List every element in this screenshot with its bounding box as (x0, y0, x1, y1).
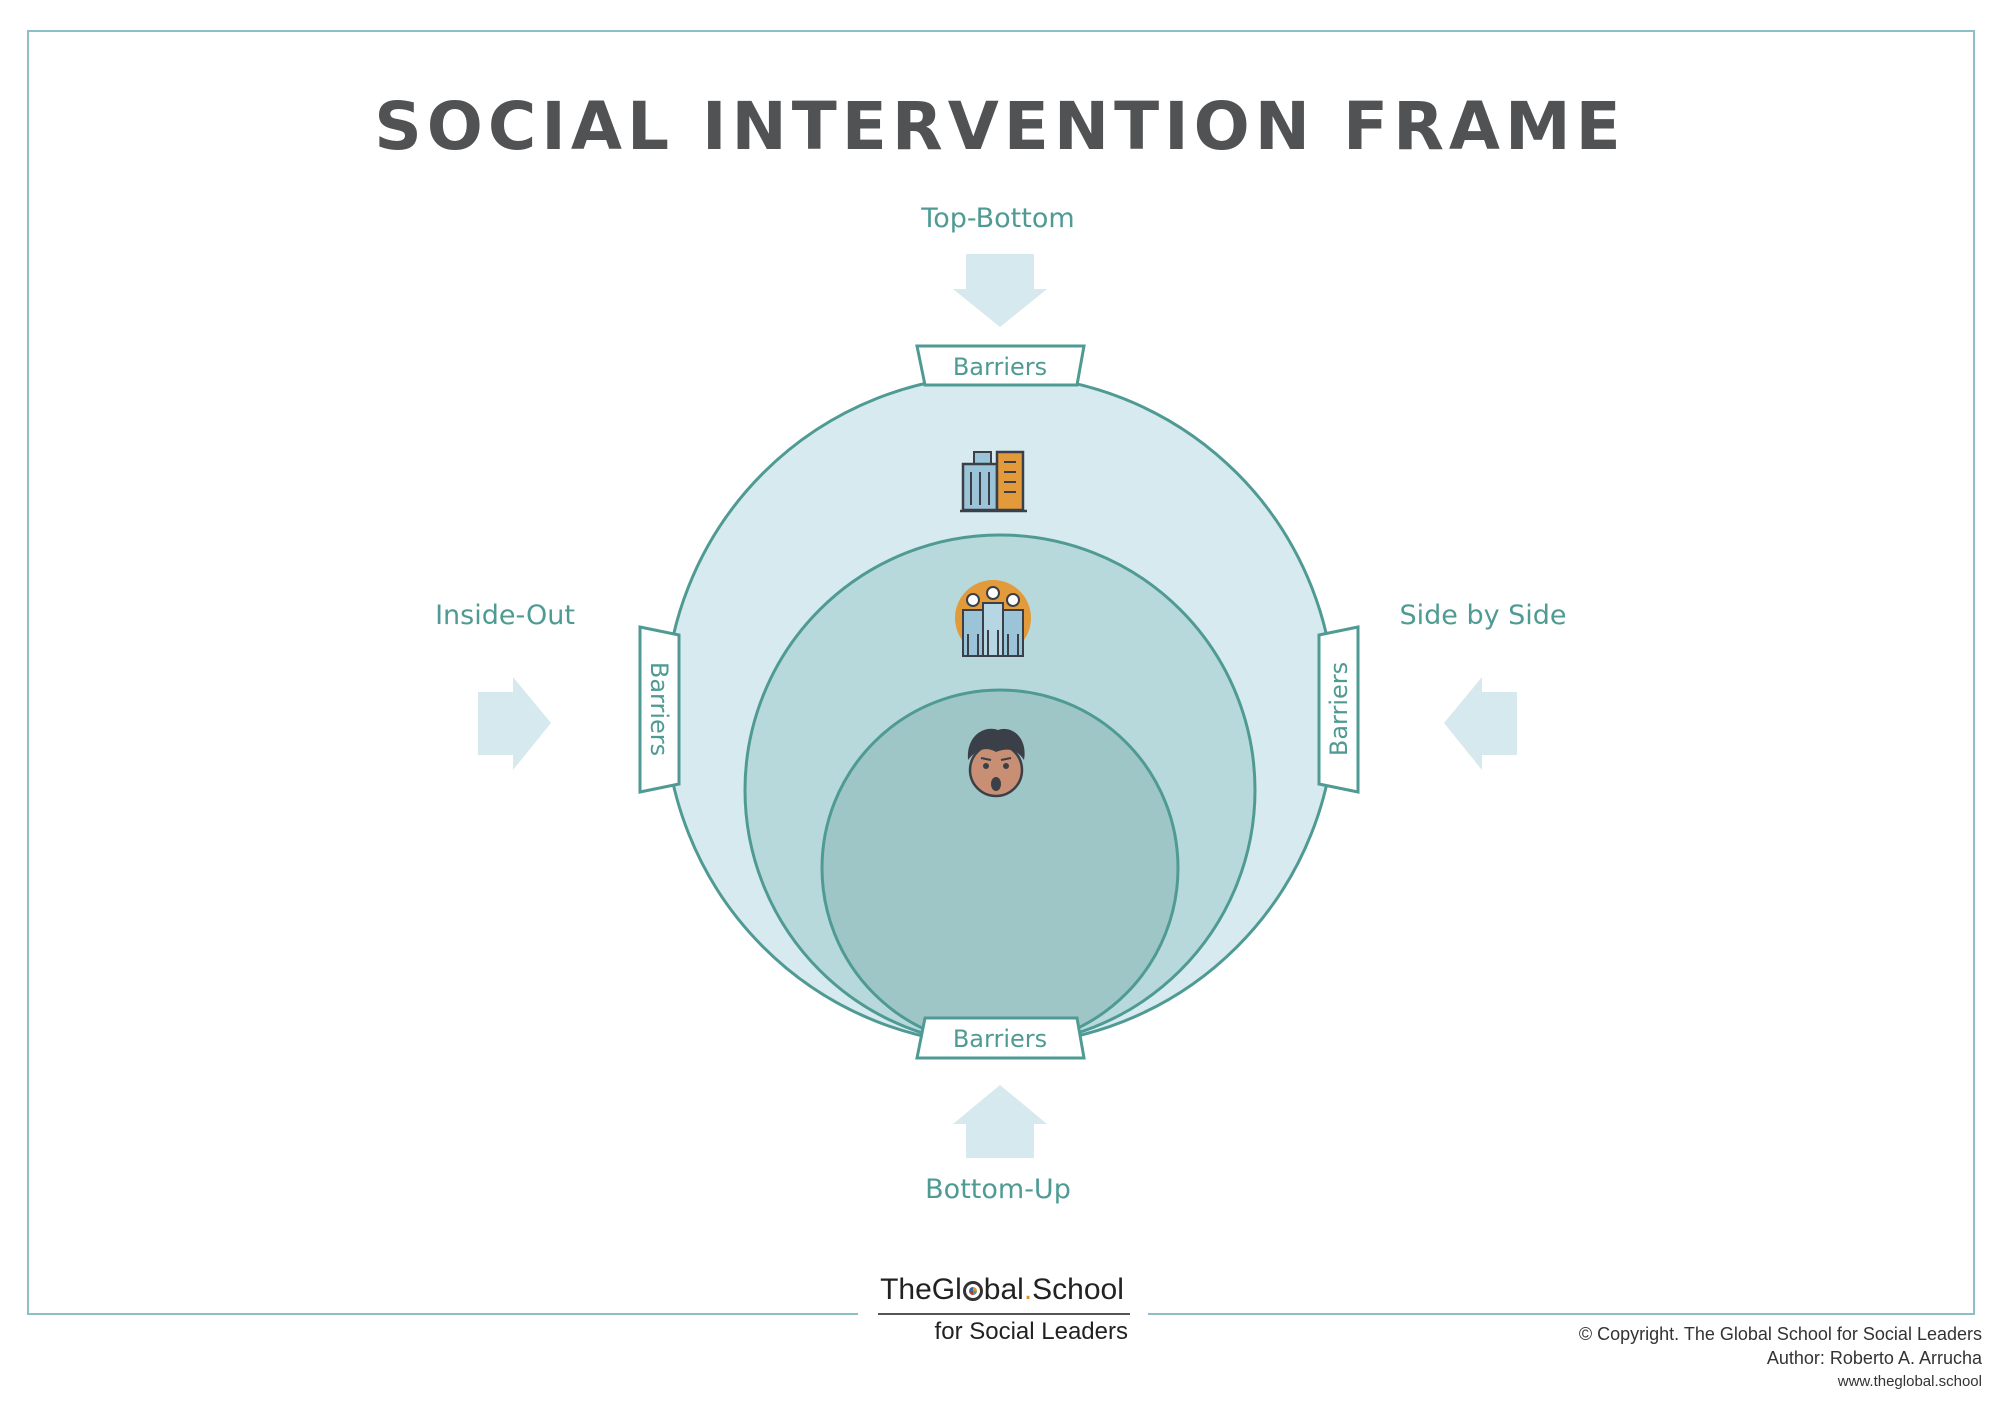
logo-underline (878, 1313, 1130, 1315)
label-bottom-up: Bottom-Up (925, 1174, 1071, 1205)
globe-icon (962, 1281, 983, 1301)
logo-subtitle: for Social Leaders (934, 1318, 1128, 1345)
group-people-icon (955, 580, 1031, 657)
barrier-left-label: Barriers (645, 662, 673, 756)
barrier-right: Barriers (1317, 625, 1360, 794)
barrier-bottom-label: Barriers (953, 1025, 1047, 1053)
author-text: Author: Roberto A. Arrucha (1766, 1348, 1982, 1368)
footer-gap (858, 1305, 1148, 1325)
logo-title: TheGl bal.School (872, 1273, 1132, 1307)
label-top-bottom: Top-Bottom (920, 203, 1074, 234)
person-face-icon (967, 728, 1025, 798)
copyright-text: © Copyright. The Global School for Socia… (1578, 1324, 1982, 1344)
logo-text-school: School (1032, 1273, 1124, 1306)
left-arrow (1444, 677, 1517, 770)
logo-text-bal: bal (983, 1273, 1024, 1306)
credits: © Copyright. The Global School for Socia… (1579, 1322, 1982, 1394)
logo-text-the-gl: TheGl (880, 1273, 962, 1306)
up-arrow (953, 1085, 1047, 1158)
barrier-right-label: Barriers (1325, 662, 1353, 756)
website-text: www.theglobal.school (1837, 1373, 1982, 1390)
barrier-bottom: Barriers (915, 1016, 1086, 1060)
barrier-left: Barriers (638, 625, 681, 794)
barrier-top: Barriers (915, 344, 1086, 387)
barrier-top-label: Barriers (953, 353, 1047, 381)
buildings-icon (960, 450, 1027, 513)
label-inside-out: Inside-Out (435, 600, 575, 631)
right-arrow (478, 677, 551, 770)
down-arrow (953, 254, 1047, 327)
page-title: SOCIAL INTERVENTION FRAME (374, 88, 1626, 165)
logo-dot: . (1023, 1273, 1033, 1306)
label-side-by-side: Side by Side (1399, 600, 1566, 631)
